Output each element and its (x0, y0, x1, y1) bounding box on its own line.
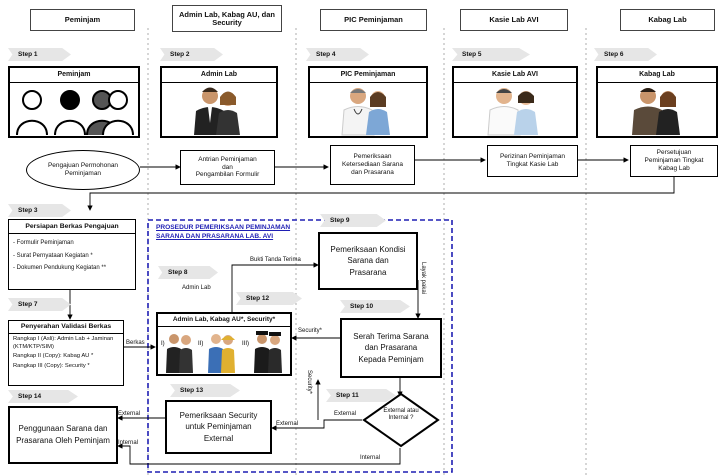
node-pemeriksaan-ketersediaan: Pemeriksaan Ketersediaan Sarana dan Pras… (330, 145, 415, 185)
roman-label: III) (242, 341, 249, 347)
node-penggunaan-text: Penggunaan Sarana dan Prasarana Oleh Pem… (16, 424, 110, 445)
step-13-marker: Step 13 (170, 384, 240, 397)
step-7-marker: Step 7 (8, 298, 71, 311)
persiapan-item: - Surat Pernyataan Kegiatan * (13, 252, 93, 259)
prosedur-title: PROSEDUR PEMERIKSAAN PEMINJAMAN SARANA D… (156, 224, 306, 242)
node-persetujuan: Persetujuan Peminjaman Tingkat Kabag Lab (630, 145, 718, 177)
edge-label-security-vertical: Security* (306, 370, 312, 395)
persiapan-item: - Formulir Peminjaman (13, 240, 74, 246)
node-antrian-line3: Pengambilan Formulir (195, 171, 260, 179)
admin-group-title: Admin Lab, Kabag AU*, Security* (158, 314, 290, 327)
admin-group-people-icon: I) II) III) (161, 331, 282, 373)
edge-label-berkas: Berkas (126, 340, 145, 346)
actor-kabag-title: Kabag Lab (598, 68, 716, 83)
header-pic-text: PIC Peminjaman (344, 15, 403, 25)
node-pengajuan-text: Pengajuan Permohonan Peminjaman (47, 162, 119, 177)
panel-persiapan-berkas: Persiapan Berkas Pengajuan - Formulir Pe… (8, 219, 136, 290)
edge-label-layak: Layak pakai (420, 262, 426, 295)
step-1-marker: Step 1 (8, 48, 71, 61)
validasi-title: Penyerahan Validasi Berkas (9, 321, 123, 334)
node-perizinan-text: Perizinan Peminjaman Tingkat Kasie Lab (499, 153, 566, 168)
edge-label-security-star: Security* (298, 328, 323, 334)
actor-kasie: Kasie Lab AVI (452, 66, 578, 138)
decision-text: External atau Internal ? (383, 408, 419, 422)
node-antrian-line2: dan (222, 163, 233, 171)
actor-peminjam: Peminjam (8, 66, 140, 138)
node-serah-terima: Serah Terima Sarana dan Prasarana Kepada… (340, 318, 442, 378)
actor-kasie-title: Kasie Lab AVI (454, 68, 576, 83)
validasi-item: Rangkap I (Asli): Admin Lab + Jaminan (K… (13, 336, 114, 350)
node-decision: External atau Internal ? (362, 392, 440, 448)
node-serah-terima-text: Serah Terima Sarana dan Prasarana Kepada… (353, 331, 429, 364)
header-kabag-text: Kabag Lab (648, 15, 687, 25)
actor-kabag: Kabag Lab (596, 66, 718, 138)
validasi-list: Rangkap I (Asli): Admin Lab + Jaminan (K… (9, 334, 123, 372)
prosedur-title-line2: SARANA DAN PRASARANA LAB. AVI (156, 232, 274, 240)
executive-people-icon (632, 88, 680, 135)
header-admin: Admin Lab, Kabag AU, dan Security (172, 5, 282, 32)
business-people-icon (194, 87, 240, 135)
decision-diamond-shape (362, 392, 440, 448)
header-pic: PIC Peminjaman (320, 9, 427, 31)
step-11-marker: Step 11 (326, 389, 396, 402)
actor-pic: PIC Peminjaman (308, 66, 428, 138)
header-kasie-text: Kasie Lab AVI (489, 15, 539, 25)
validasi-item: Rangkap III (Copy): Security * (13, 362, 90, 369)
actor-peminjam-title: Peminjam (10, 68, 138, 83)
header-peminjam: Peminjam (30, 9, 135, 31)
roman-label: II) (198, 341, 203, 347)
header-kabag: Kabag Lab (620, 9, 715, 31)
medical-staff-icon (341, 88, 390, 136)
edge-label-external-penggunaan: External (118, 411, 141, 417)
persiapan-list: - Formulir Peminjaman - Surat Pernyataan… (9, 234, 135, 278)
procedure-frame (147, 219, 453, 473)
actor-admin-lab: Admin Lab (160, 66, 278, 138)
people-outline-icon (16, 90, 134, 136)
header-kasie: Kasie Lab AVI (460, 9, 568, 31)
node-pemeriksaan-kondisi: Pemeriksaan Kondisi Sarana dan Prasarana (318, 232, 418, 290)
header-admin-text: Admin Lab, Kabag AU, dan Security (179, 9, 275, 27)
lab-staff-icon (487, 88, 538, 136)
persiapan-title: Persiapan Berkas Pengajuan (9, 220, 135, 234)
prosedur-title-line1: PROSEDUR PEMERIKSAAN PEMINJAMAN (156, 224, 291, 231)
node-pemeriksaan-security-text: Pemeriksaan Security untuk Peminjaman Ex… (179, 410, 258, 443)
node-pemeriksaan-ketersediaan-text: Pemeriksaan Ketersediaan Sarana dan Pras… (341, 153, 404, 176)
step-3-marker: Step 3 (8, 204, 71, 217)
edge-label-admin-lab: Admin Lab (182, 285, 211, 291)
node-perizinan: Perizinan Peminjaman Tingkat Kasie Lab (487, 145, 578, 177)
node-antrian-line1: Antrian Peminjaman (198, 155, 257, 163)
header-peminjam-text: Peminjam (64, 15, 101, 25)
persiapan-item: - Dokumen Pendukung Kegiatan ** (13, 265, 107, 272)
actor-pic-title: PIC Peminjaman (310, 68, 426, 83)
node-pemeriksaan-security: Pemeriksaan Security untuk Peminjaman Ex… (165, 400, 272, 454)
step-14-marker: Step 14 (8, 390, 78, 403)
edge-label-external-security: External (276, 421, 299, 427)
node-penggunaan: Penggunaan Sarana dan Prasarana Oleh Pem… (8, 406, 118, 464)
edge-label-external-decision: External (334, 411, 357, 417)
panel-validasi-berkas: Penyerahan Validasi Berkas Rangkap I (As… (8, 320, 124, 386)
step-5-marker: Step 5 (452, 48, 530, 61)
panel-admin-group: Admin Lab, Kabag AU*, Security* I) II) I… (156, 312, 292, 376)
node-pemeriksaan-kondisi-text: Pemeriksaan Kondisi Sarana dan Prasarana (330, 244, 406, 277)
validasi-item: Rangkap II (Copy): Kabag AU * (13, 353, 94, 360)
node-pengajuan: Pengajuan Permohonan Peminjaman (26, 150, 140, 190)
step-10-marker: Step 10 (340, 300, 410, 313)
roman-label: I) (161, 341, 165, 347)
node-antrian: Antrian Peminjaman dan Pengambilan Formu… (180, 150, 275, 185)
step-9-marker: Step 9 (320, 214, 386, 227)
edge-label-internal-decision: Internal (360, 455, 381, 461)
step-8-marker: Step 8 (158, 266, 218, 279)
step-4-marker: Step 4 (306, 48, 369, 61)
step-12-marker: Step 12 (236, 292, 302, 305)
step-2-marker: Step 2 (160, 48, 223, 61)
edge-label-internal-penggunaan: Internal (118, 440, 139, 446)
actor-admin-lab-title: Admin Lab (162, 68, 276, 83)
step-6-marker: Step 6 (594, 48, 657, 61)
edge-label-bukti: Bukti Tanda Terima (250, 257, 301, 263)
node-persetujuan-text: Persetujuan Peminjaman Tingkat Kabag Lab (644, 149, 704, 172)
